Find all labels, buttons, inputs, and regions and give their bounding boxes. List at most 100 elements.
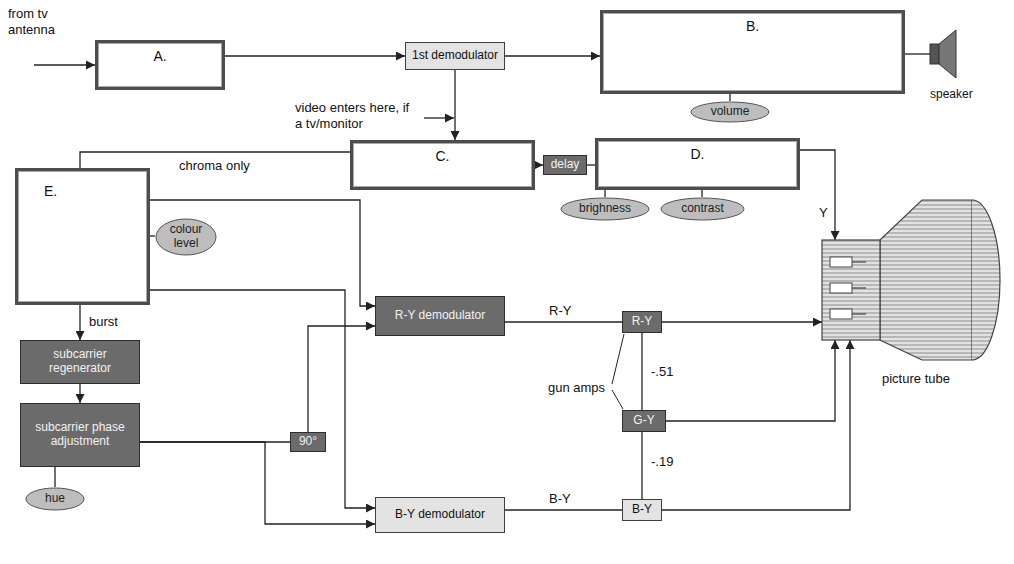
signal-line [140, 442, 375, 524]
knob-ellipse [691, 102, 769, 122]
signal-line [79, 305, 80, 340]
electron-gun [830, 257, 852, 267]
control-knob: contrast [660, 197, 745, 221]
signal-name: B-Y [548, 491, 572, 507]
block-label: G-Y [633, 414, 654, 428]
process-box: subcarrier phase adjustment [20, 403, 140, 467]
signal-line [505, 55, 600, 56]
block-box: C. [350, 140, 535, 190]
knob-ellipse [561, 198, 649, 220]
signal-name: burst [88, 314, 119, 330]
electron-gun [852, 287, 866, 288]
signal-line [905, 53, 930, 54]
signal-name: R-Y [548, 303, 572, 319]
block-label: C. [436, 148, 450, 164]
block-label: 90° [299, 435, 317, 449]
video-input-arrow [424, 117, 454, 118]
knob-ellipse [26, 488, 84, 510]
block-label: delay [551, 158, 580, 172]
block-label: hue [45, 492, 65, 506]
signal-line [729, 94, 730, 101]
signal-name: Y [818, 205, 829, 221]
block-box: A. [95, 40, 225, 90]
signal-line [505, 321, 622, 322]
block-label: subcarrier regenerator [25, 348, 135, 376]
speaker-cone [939, 30, 956, 78]
knob-ellipse [661, 198, 744, 220]
signal-line [150, 235, 155, 236]
note-label: gun amps [548, 380, 605, 396]
block-label: 1st demodulator [412, 49, 498, 63]
leader-line [612, 334, 624, 384]
signal-line [505, 509, 622, 510]
speaker-magnet [930, 44, 939, 64]
block-label: subcarrier phase adjustment [25, 421, 135, 449]
process-box: delay [543, 155, 587, 175]
control-knob: volume [690, 101, 770, 123]
electron-gun [830, 309, 852, 319]
process-box: 1st demodulator [405, 42, 505, 70]
process-box: B-Y [622, 499, 662, 521]
signal-line [800, 150, 835, 240]
signal-line [150, 290, 375, 508]
block-label: B-Y demodulator [395, 508, 485, 522]
signal-line [54, 467, 55, 487]
block-label: D. [691, 146, 705, 162]
block-label: speaker [930, 88, 973, 102]
block-label: B-Y [632, 503, 652, 517]
process-box: subcarrier regenerator [20, 340, 140, 384]
tube-screen [972, 200, 1000, 360]
signal-name: -.19 [650, 454, 674, 470]
picture-tube: picture tube [822, 200, 1007, 360]
block-label: volume [711, 105, 750, 119]
block-label: contrast [681, 202, 724, 216]
signal-line [662, 321, 822, 322]
signal-name: -.51 [650, 364, 674, 380]
block-label: A. [153, 48, 166, 64]
note-label: from tv antenna [8, 6, 55, 37]
note-label: video enters here, if a tv/monitor [295, 100, 420, 131]
process-box: R-Y [622, 311, 662, 333]
electron-gun [830, 283, 852, 293]
speaker-symbol: speaker [930, 22, 1000, 102]
signal-line [308, 326, 375, 432]
picture-tube-drawing [822, 200, 1007, 360]
electron-gun [852, 261, 866, 262]
block-label: B. [746, 18, 759, 34]
signal-line [604, 190, 605, 197]
antenna-input-arrow [34, 64, 95, 65]
electron-gun [852, 313, 866, 314]
block-box: B. [600, 10, 905, 94]
process-box: G-Y [622, 410, 666, 432]
signal-line [535, 164, 543, 165]
signal-line [454, 70, 455, 140]
speaker-symbol [930, 22, 960, 82]
block-label: R-Y [632, 315, 653, 329]
signal-line [79, 384, 80, 403]
block-box: D. [595, 138, 800, 190]
block-label: E. [44, 183, 57, 199]
signal-line [225, 55, 405, 56]
signal-name: chroma only [178, 158, 251, 174]
process-box: B-Y demodulator [375, 497, 505, 533]
block-label: picture tube [882, 372, 950, 387]
signal-line [666, 340, 835, 421]
control-knob: colour level [155, 218, 217, 256]
block-label: R-Y demodulator [395, 309, 486, 323]
signal-line [587, 164, 595, 165]
tube-neck [822, 240, 880, 340]
signal-line [641, 432, 642, 499]
process-box: 90° [290, 432, 326, 452]
connector-group [55, 54, 930, 524]
process-box: R-Y demodulator [375, 296, 505, 336]
block-box: E. [15, 168, 150, 305]
signal-line [662, 340, 850, 510]
block-label: brighness [579, 202, 631, 216]
signal-line [641, 333, 642, 410]
knob-ellipse [156, 219, 216, 255]
signal-line [701, 190, 702, 197]
block-label: colour level [163, 223, 209, 251]
leader-line [612, 390, 623, 409]
